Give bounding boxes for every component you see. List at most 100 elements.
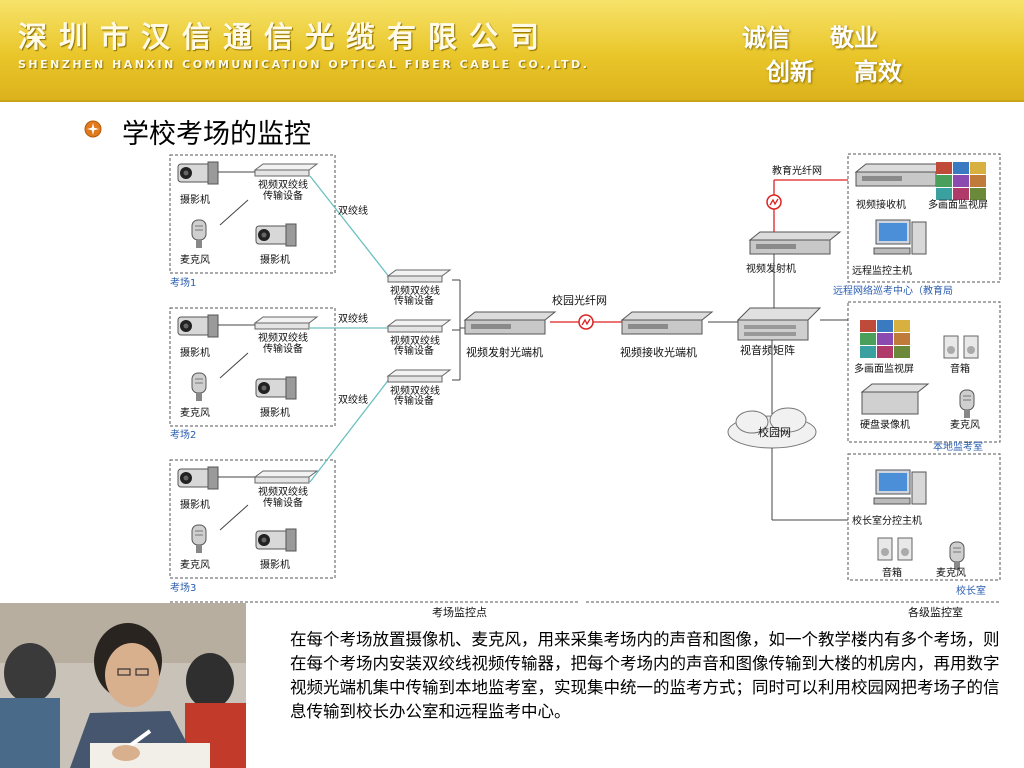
principal-room-label: 校长室 <box>956 584 986 597</box>
speaker-icon <box>963 335 979 359</box>
student-photo <box>0 603 246 768</box>
remote-center-box <box>847 153 1001 283</box>
speaker-icon <box>943 335 959 359</box>
campus-fiber-icon <box>578 314 594 330</box>
remote-center-label: 远程网络巡考中心（教育局 <box>833 284 953 297</box>
monitor-wall-icon <box>860 320 910 358</box>
all-levels-label: 各级监控室 <box>908 605 963 619</box>
camera-label: 摄影机 <box>260 558 290 571</box>
twisted-rx-3-icon <box>387 369 451 383</box>
twisted-tx-label: 传输设备 <box>263 342 303 355</box>
camera-1a-icon <box>177 161 219 185</box>
room-2-label: 考场2 <box>170 428 196 441</box>
twisted-rx-2-icon <box>387 319 451 333</box>
video-transmitter-icon <box>749 231 841 255</box>
multi-monitor-label: 多画面监视屏 <box>854 362 914 375</box>
twisted-tx-icon <box>254 470 318 484</box>
hdd-recorder-icon <box>860 383 930 415</box>
mic-label: 麦克风 <box>180 559 210 571</box>
slogan-4: 高效 <box>854 58 902 86</box>
mic-3-icon <box>191 524 207 554</box>
bullet-icon <box>84 120 102 138</box>
twisted-tx-label: 视频双绞线 <box>258 485 308 498</box>
principal-host-label: 校长室分控主机 <box>852 514 922 527</box>
campus-network-cloud-icon <box>727 407 817 449</box>
mic-label: 麦克风 <box>180 254 210 266</box>
room-1-label: 考场1 <box>170 276 196 289</box>
mic-icon <box>949 541 965 571</box>
slogan-1: 诚信 <box>742 24 790 52</box>
edu-fiber-label: 教育光纤网 <box>772 164 822 177</box>
twisted-pair-label: 双绞线 <box>338 204 368 217</box>
exam-room-1-box <box>169 154 336 274</box>
speaker-label: 音箱 <box>882 566 902 579</box>
slide-title: 学校考场的监控 <box>122 119 311 150</box>
speaker-icon <box>897 537 913 561</box>
principal-host-icon <box>873 469 927 505</box>
mic-label: 麦克风 <box>950 419 980 431</box>
multi-monitor-wall-label: 多画面监视屏 <box>928 198 988 211</box>
local-room-label: 本地监考室 <box>933 440 983 453</box>
camera-label: 摄影机 <box>180 498 210 511</box>
principal-room-box <box>847 453 1001 581</box>
company-name-en: SHENZHEN HANXIN COMMUNICATION OPTICAL FI… <box>18 58 590 71</box>
video-rx-label: 视频接收机 <box>856 198 906 211</box>
header-banner: 深圳市汉信通信光缆有限公司 SHENZHEN HANXIN COMMUNICAT… <box>0 0 1024 102</box>
twisted-tx-label: 视频双绞线 <box>258 331 308 344</box>
twisted-tx-label: 传输设备 <box>394 344 434 357</box>
speaker-label: 音箱 <box>950 362 970 375</box>
camera-3a-icon <box>177 466 219 490</box>
video-tx-label: 视频发射机 <box>746 262 796 275</box>
twisted-tx-icon <box>254 163 318 177</box>
optical-receiver-icon <box>621 311 713 335</box>
twisted-tx-label: 视频双绞线 <box>390 284 440 297</box>
twisted-tx-label: 视频双绞线 <box>390 384 440 397</box>
twisted-tx-label: 视频双绞线 <box>390 334 440 347</box>
exam-points-label: 考场监控点 <box>432 605 487 619</box>
video-tx-optical-label: 视频发射光端机 <box>466 345 543 359</box>
twisted-tx-label: 传输设备 <box>263 496 303 509</box>
twisted-tx-label: 传输设备 <box>394 294 434 307</box>
monitor-wall-icon <box>936 162 986 200</box>
remote-host-icon <box>873 219 927 255</box>
twisted-tx-label: 视频双绞线 <box>258 178 308 191</box>
av-matrix-label: 视音频矩阵 <box>740 343 795 357</box>
twisted-tx-icon <box>254 316 318 330</box>
av-matrix-icon <box>736 307 822 341</box>
mic-icon <box>959 389 975 419</box>
local-room-box <box>847 301 1001 443</box>
camera-label: 摄影机 <box>260 406 290 419</box>
camera-3b-icon <box>255 528 297 552</box>
network-diagram: 摄影机 麦克风 摄影机 视频双绞线 传输设备 考场1 摄影机 麦克风 摄影机 视… <box>169 153 1001 619</box>
twisted-pair-label: 双绞线 <box>338 393 368 406</box>
campus-net-label: 校园网 <box>758 425 791 439</box>
video-receiver-icon <box>855 163 947 187</box>
room-3-label: 考场3 <box>170 581 196 594</box>
hdd-recorder-label: 硬盘录像机 <box>860 418 910 431</box>
mic-1-icon <box>191 219 207 249</box>
speaker-icon <box>877 537 893 561</box>
twisted-rx-1-icon <box>387 269 451 283</box>
campus-fiber-label: 校园光纤网 <box>552 293 607 307</box>
optical-transmitter-icon <box>464 311 556 335</box>
edu-fiber-icon <box>766 194 782 210</box>
remote-host-label: 远程监控主机 <box>852 264 912 277</box>
description-text: 在每个考场放置摄像机、麦克风，用来采集考场内的声音和图像，如一个教学楼内有多个考… <box>290 630 1000 721</box>
twisted-pair-label: 双绞线 <box>338 312 368 325</box>
camera-1b-icon <box>255 223 297 247</box>
camera-label: 摄影机 <box>180 346 210 359</box>
camera-2a-icon <box>177 314 219 338</box>
mic-2-icon <box>191 372 207 402</box>
video-rx-optical-label: 视频接收光端机 <box>620 345 697 359</box>
exam-room-3-box <box>169 459 336 579</box>
twisted-tx-label: 传输设备 <box>394 394 434 407</box>
camera-label: 摄影机 <box>260 253 290 266</box>
camera-2b-icon <box>255 376 297 400</box>
company-name-cn: 深圳市汉信通信光缆有限公司 <box>18 20 552 54</box>
twisted-tx-label: 传输设备 <box>263 189 303 202</box>
slogan-2: 敬业 <box>830 24 878 52</box>
exam-room-2-box <box>169 307 336 427</box>
mic-label: 麦克风 <box>180 407 210 419</box>
camera-label: 摄影机 <box>180 193 210 206</box>
mic-label: 麦克风 <box>936 567 966 579</box>
